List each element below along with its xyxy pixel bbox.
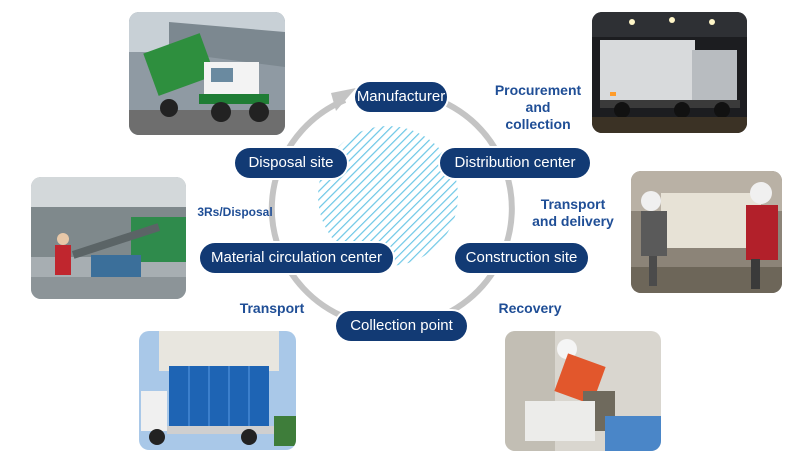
- center-hatched-circle: [318, 126, 458, 266]
- node-material-circulation-center: Material circulation center: [200, 243, 393, 273]
- photo-workers-carrying-box: [631, 171, 782, 293]
- label-procurement-and-collection: Procurement and collection: [494, 82, 582, 132]
- node-construction-site: Construction site: [455, 243, 588, 273]
- label-recovery: Recovery: [498, 300, 562, 316]
- photo-trucks-at-night: [592, 12, 747, 133]
- node-manufacturer: Manufacturer: [355, 82, 447, 112]
- label-3rs-disposal: 3Rs/Disposal: [197, 205, 273, 219]
- label-transport-and-delivery: Transport and delivery: [532, 196, 614, 229]
- node-distribution-center: Distribution center: [440, 148, 590, 178]
- cycle-arrowhead: [331, 88, 356, 111]
- node-disposal-site: Disposal site: [235, 148, 347, 178]
- label-transport: Transport: [239, 300, 305, 316]
- photo-green-dump-truck: [129, 12, 285, 135]
- node-collection-point: Collection point: [336, 311, 467, 341]
- photo-blue-container-truck: [139, 331, 296, 450]
- photo-worker-recovering-materials: [505, 331, 661, 451]
- photo-worker-sorting-facility: [31, 177, 186, 299]
